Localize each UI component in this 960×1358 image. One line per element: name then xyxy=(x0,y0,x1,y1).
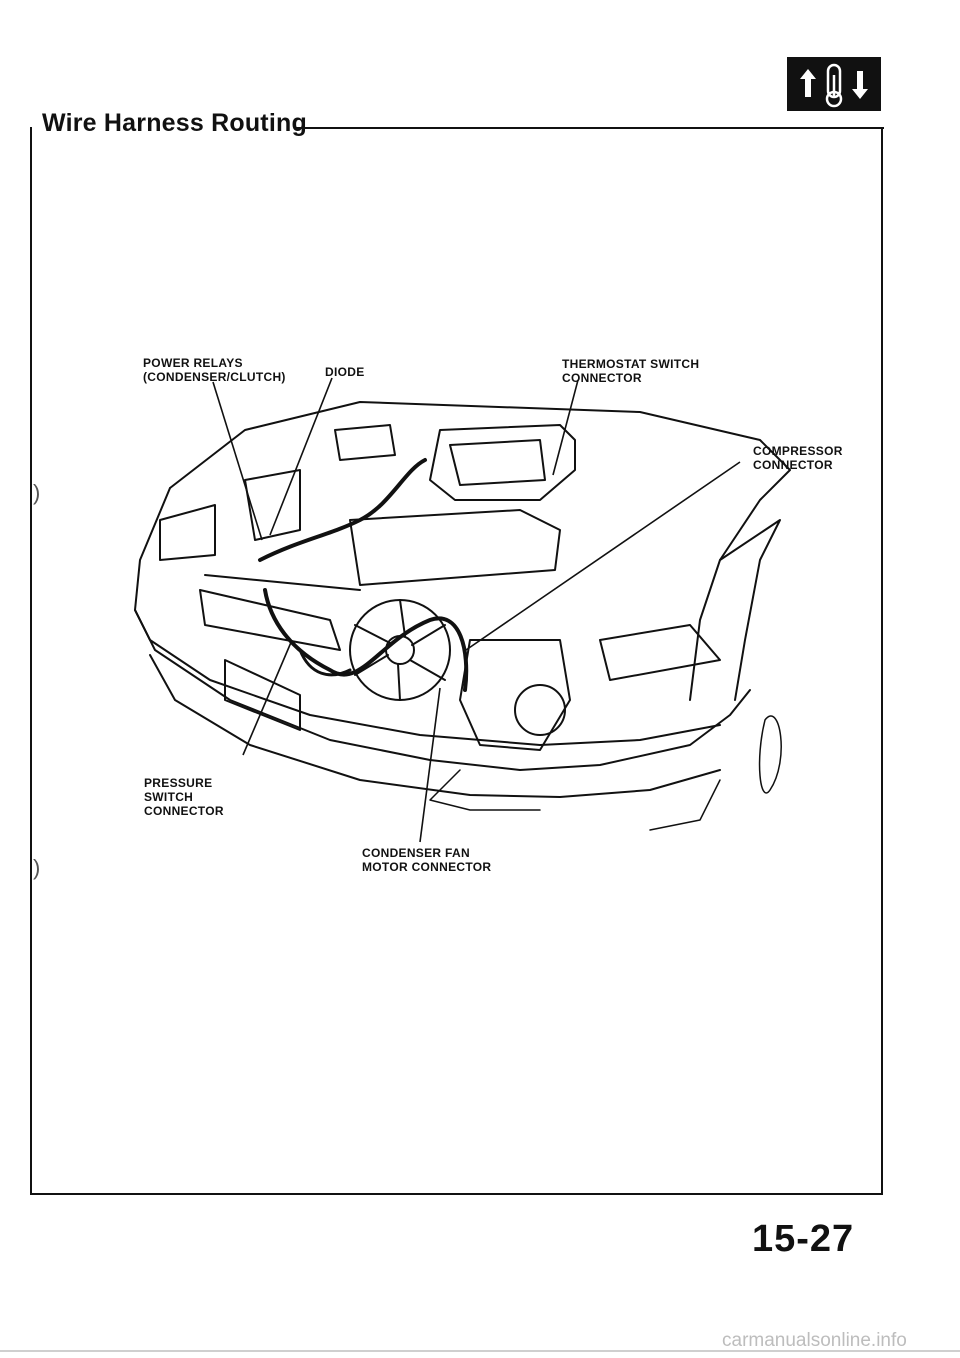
callout-thermostat-line1: THERMOSTAT SWITCH xyxy=(562,357,700,371)
content-frame xyxy=(30,127,883,1195)
callout-thermostat-switch: THERMOSTAT SWITCH CONNECTOR xyxy=(562,357,699,385)
callout-power-relays-line2: (CONDENSER/CLUTCH) xyxy=(143,370,286,384)
callout-condenser-fan: CONDENSER FAN MOTOR CONNECTOR xyxy=(362,846,491,874)
callout-power-relays-line1: POWER RELAYS xyxy=(143,356,243,370)
watermark[interactable]: carmanualsonline.info xyxy=(722,1330,907,1351)
callout-condenser-fan-line1: CONDENSER FAN xyxy=(362,846,470,860)
callout-compressor: COMPRESSOR CONNECTOR xyxy=(753,444,843,472)
scan-mark: ) xyxy=(33,855,41,880)
callout-power-relays: POWER RELAYS (CONDENSER/CLUTCH) xyxy=(143,356,286,384)
ac-heater-section-icon xyxy=(787,57,881,111)
callout-pressure-switch: PRESSURE SWITCH CONNECTOR xyxy=(144,776,224,818)
callout-pressure-line2: SWITCH xyxy=(144,790,194,804)
callout-diode: DIODE xyxy=(325,365,365,379)
callout-compressor-line2: CONNECTOR xyxy=(753,458,833,472)
callout-condenser-fan-line2: MOTOR CONNECTOR xyxy=(362,860,492,874)
callout-pressure-line1: PRESSURE xyxy=(144,776,213,790)
title-rule xyxy=(296,127,884,129)
bottom-rule xyxy=(0,1350,960,1352)
callout-compressor-line1: COMPRESSOR xyxy=(753,444,843,458)
callout-pressure-line3: CONNECTOR xyxy=(144,804,224,818)
page-title: Wire Harness Routing xyxy=(42,109,307,137)
page-number: 15-27 xyxy=(752,1218,855,1260)
scan-mark: ) xyxy=(33,480,41,505)
callout-diode-line1: DIODE xyxy=(325,365,365,379)
callout-thermostat-line2: CONNECTOR xyxy=(562,371,642,385)
